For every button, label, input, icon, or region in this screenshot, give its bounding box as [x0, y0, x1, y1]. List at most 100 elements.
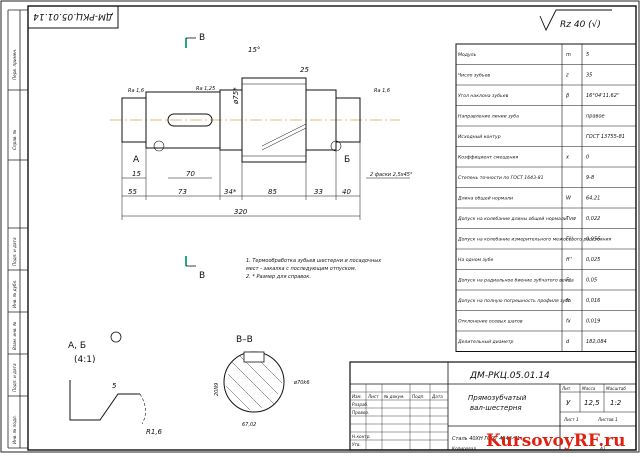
- gear-param-name: Допуск на полную погрешность профиля зуб…: [457, 298, 571, 304]
- detail-view: A, Б (4:1) 5 R1,6: [68, 331, 163, 436]
- title-name-1: Прямозубчатый: [468, 394, 527, 402]
- dim-15: 15: [132, 170, 141, 178]
- h-scale: Масштаб: [606, 386, 626, 391]
- gear-param-value: 182,084: [586, 339, 607, 345]
- gear-param-name: Угол наклона зубьев: [458, 93, 509, 99]
- gear-param-value: правое: [586, 114, 605, 120]
- ra-mark-2: Ra 1,25: [196, 86, 215, 92]
- gear-param-name: Длина общей нормали: [457, 196, 513, 202]
- strip-label-4: Инв. № дубл.: [12, 279, 17, 308]
- gear-param-name: Степень точности по ГОСТ 1643-81: [458, 175, 544, 181]
- section-marker-bottom: B: [185, 256, 205, 281]
- section-marker-top-label: B: [199, 33, 205, 43]
- section-marker-bottom-label: B: [199, 271, 205, 281]
- note-1: 1. Термообработка зубьев шестерни и поса…: [246, 258, 381, 264]
- gear-param-symbol: fr: [566, 298, 571, 304]
- gear-param-name: Делительный диаметр: [457, 339, 514, 345]
- gear-param-symbol: Tvw: [566, 216, 577, 222]
- dimension-lines: [121, 142, 410, 220]
- gear-param-value: 64,21: [586, 196, 600, 202]
- roughness-text: Rz 40 (√): [560, 19, 601, 30]
- dim-angle: 15°: [248, 46, 260, 54]
- gear-param-symbol: Fr: [566, 278, 572, 284]
- dim-33: 33: [314, 188, 323, 196]
- title-code: ДМ-РКЦ.05.01.14: [469, 371, 550, 381]
- h-lit: Лит.: [561, 386, 572, 391]
- gear-param-value: 35: [586, 73, 592, 79]
- section-title: B–B: [236, 335, 253, 345]
- gear-param-name: Исходный контур: [458, 134, 501, 140]
- gear-param-name: Модуль: [458, 52, 477, 58]
- shaft-view: [110, 77, 400, 163]
- copied: Копировал: [452, 446, 476, 451]
- gear-param-name: Число зубьев: [458, 73, 490, 79]
- left-strip: Перв. примен. Справ. № Подп. и дата Инв.…: [7, 9, 28, 449]
- gear-param-symbol: W: [566, 196, 572, 202]
- gear-param-value: ГОСТ 13755-81: [586, 134, 625, 140]
- gear-table-frame: [455, 43, 637, 352]
- gear-param-symbol: β: [566, 93, 570, 99]
- r-razrab: Разраб.: [352, 402, 368, 407]
- title-name-2: вал-шестерня: [470, 404, 522, 412]
- strip-label-5: Взам. инв. №: [12, 321, 17, 350]
- ra-mark-1: Ra 1,6: [128, 88, 144, 94]
- r-data: Дата: [431, 394, 443, 399]
- gear-param-symbol: z: [565, 73, 569, 79]
- section-dim-keyway: 20N9: [214, 383, 220, 396]
- strip-label-6: Подп. и дата: [12, 363, 17, 392]
- gear-param-value: 0,025: [586, 257, 600, 263]
- r-prov: Провер.: [352, 410, 369, 415]
- dim-40: 40: [342, 188, 351, 196]
- title-block: [349, 361, 637, 451]
- strip-label-7: Инв. № подл.: [12, 415, 17, 444]
- detail-title: A, Б: [68, 341, 86, 351]
- watermark: KursovoyRF.ru: [486, 431, 625, 451]
- gear-param-value: 0,05: [586, 278, 597, 284]
- gear-param-name: Допуск на радиальное биение зубчатого ве…: [457, 278, 574, 284]
- inner-frame: [27, 5, 637, 451]
- gear-param-value: 0,019: [586, 319, 600, 325]
- dim-34: 34*: [224, 188, 237, 196]
- detail-dim-5: 5: [112, 382, 117, 390]
- dim-320: 320: [234, 208, 248, 216]
- chamfer-note: 2 фаски 2,5х45°: [370, 172, 413, 178]
- gear-param-name: На одном зубе: [458, 257, 493, 263]
- gear-param-value: 0,022: [586, 216, 600, 222]
- r-list: Лист: [367, 394, 379, 399]
- gear-param-name: Коэффициент смещения: [458, 155, 518, 161]
- section-bb: B–B ø70k6 20N9 67,02: [214, 335, 310, 428]
- gear-param-value: 16°04'11,62'': [586, 93, 620, 99]
- strip-label-2: Справ. №: [12, 129, 17, 150]
- r-doc: № докум.: [383, 394, 405, 399]
- gear-param-value: 0,016: [586, 298, 600, 304]
- roughness-general: Rz 40 (√): [539, 9, 612, 32]
- note-2: мест - закалка с последующим отпуском.: [246, 266, 356, 272]
- gear-param-symbol: Fi'': [566, 237, 573, 243]
- dim-25: 25: [300, 66, 309, 74]
- dim-85: 85: [268, 188, 277, 196]
- detail-dim-r16: R1,6: [146, 428, 163, 436]
- dim-75: ø75*: [232, 87, 240, 105]
- dim-55: 55: [128, 188, 137, 196]
- gear-param-name: Допуск на колебание длины общей нормали: [457, 216, 567, 222]
- r-nkontr: Н.контр.: [352, 434, 371, 439]
- section-dim-depth: 67,02: [242, 422, 256, 428]
- detail-scale: (4:1): [74, 355, 96, 365]
- dim-73: 73: [178, 188, 187, 196]
- gear-param-symbol: fi'': [566, 257, 572, 263]
- val-lit: У: [566, 399, 571, 407]
- gear-param-value: 0,056: [586, 237, 600, 243]
- gear-param-symbol: fx: [566, 319, 571, 325]
- r-podp: Подп.: [412, 394, 425, 399]
- note-3: 2. * Размер для справок.: [246, 274, 311, 280]
- top-code-box: ДМ-РКЦ.05.01.14: [27, 5, 119, 29]
- gear-param-value: 9-8: [586, 175, 594, 181]
- label-a: A: [133, 155, 140, 165]
- val-scale: 1:2: [610, 399, 622, 407]
- val-mass: 12,5: [584, 399, 600, 407]
- gear-param-name: Отклонение осевых шагов: [458, 319, 523, 325]
